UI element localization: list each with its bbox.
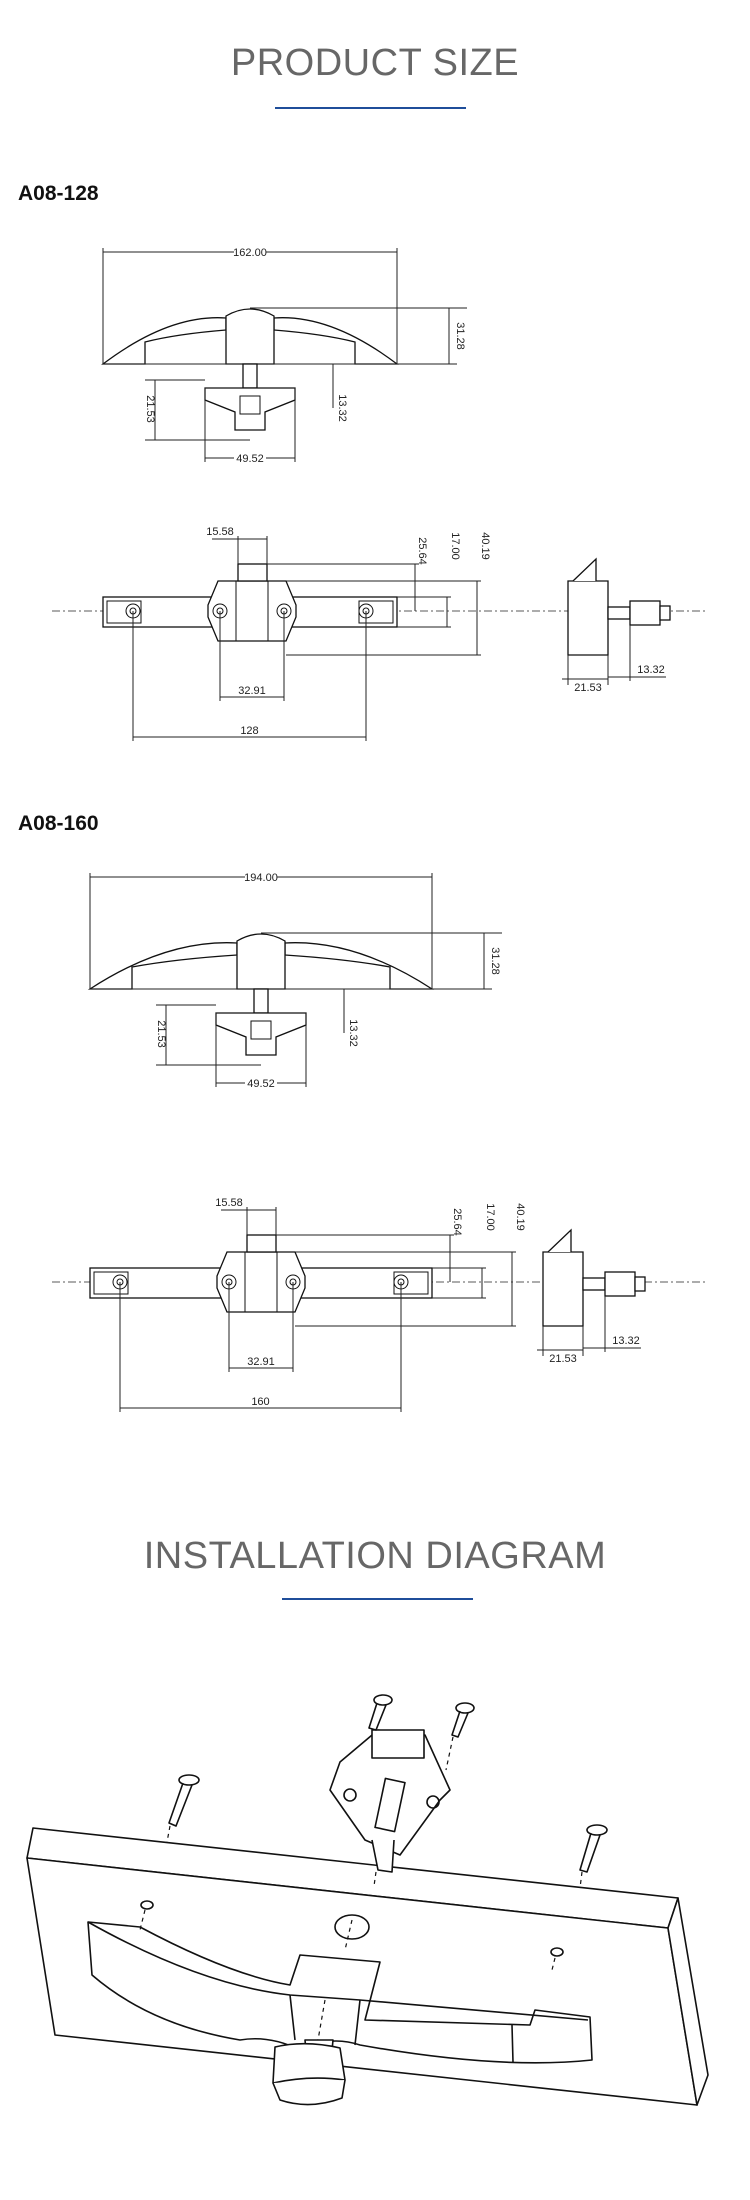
latch-body [216,1251,306,1313]
side-cam [572,557,597,582]
model-label-a08-128: A08-128 [18,182,99,205]
dimension-label: 194.00 [244,872,278,884]
dimension-label: 128 [240,725,258,737]
handle-arm-right [273,317,399,365]
push-button [272,2039,346,2106]
dimension-label: 13.32 [637,664,665,676]
dimension-label: 21.53 [155,1020,167,1048]
dimension-label: 17.00 [484,1203,496,1231]
side-cam [547,1228,572,1253]
dimension-label: 21.53 [144,395,156,423]
label-bg [245,870,277,883]
screw [168,1694,608,1873]
dimension-label: 13.32 [612,1335,640,1347]
dimension-label: 21.53 [574,682,602,694]
dimension-label: 15.58 [215,1197,243,1209]
side-pin [582,1277,606,1291]
stem [242,363,258,389]
installation-diagram-title: INSTALLATION DIAGRAM [143,1535,607,1577]
side-sleeve [629,600,661,626]
latch-body [207,580,297,642]
dimension-label: 32.91 [238,685,266,697]
installation-diagram [26,1694,709,2106]
dimension-label: 40.19 [514,1203,526,1231]
title-underline [282,1598,473,1600]
model-label-a08-160: A08-160 [18,812,99,835]
side-tip [634,1276,646,1292]
handle-part [87,1900,593,2064]
dimension-label: 31.28 [454,322,466,350]
dimension-drawing-a08-160: 194.00 31.28 21.53 13.32 49.52 25.64 17.00 40.1… [52,870,708,1412]
side-body [542,1251,584,1327]
dimension-label: 17.00 [449,532,461,560]
dimension-label: 162.00 [233,247,267,259]
slot-left [106,600,142,624]
bolt [237,563,268,582]
dimension-label: 25.64 [451,1208,463,1236]
label-bg [234,245,266,258]
label-bg [234,451,266,464]
latch-base [215,1012,307,1056]
dimension-label: 160 [251,1396,269,1408]
install-guide-lines [139,1736,583,2041]
dimension-label: 13.32 [347,1019,359,1047]
stem [253,988,269,1014]
slot-left [93,1271,129,1295]
latch-body [329,1729,451,1873]
dimension-drawing-a08-128: 162.00 31.28 21.53 13.32 49.52 25.64 17.00 40.1… [52,245,708,741]
dimension-label: 25.64 [416,537,428,565]
side-body [567,580,609,656]
handle-knob [225,308,275,365]
handle-arm-right [284,942,435,990]
bolt-square [239,395,261,415]
side-pin [607,606,631,620]
dimension-label: 32.91 [247,1356,275,1368]
bolt [246,1234,277,1253]
product-size-title: PRODUCT SIZE [230,42,520,84]
handle-arm-left [101,317,227,365]
dimension-label: 49.52 [236,453,264,465]
label-bg [245,1076,277,1089]
side-sleeve [604,1271,636,1297]
dimension-label: 49.52 [247,1078,275,1090]
dimension-label: 21.53 [549,1353,577,1365]
dimension-label: 31.28 [489,947,501,975]
dimension-label: 15.58 [206,526,234,538]
bolt-square [250,1020,272,1040]
handle-arm-left [87,942,238,990]
title-underline [275,107,466,109]
dimension-label: 40.19 [479,532,491,560]
dimension-label: 13.32 [336,394,348,422]
handle-knob [236,933,286,990]
latch-base [204,387,296,431]
side-tip [659,605,671,621]
